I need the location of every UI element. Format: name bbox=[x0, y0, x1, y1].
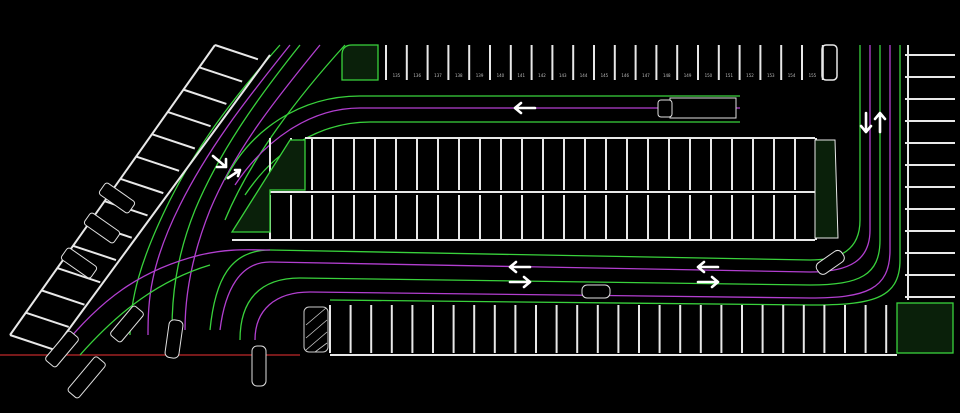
direction-arrow-icon bbox=[696, 260, 720, 289]
car-icon bbox=[815, 249, 845, 275]
stall-number: 155 bbox=[809, 73, 817, 78]
stall-number: 147 bbox=[642, 73, 650, 78]
vehicles bbox=[45, 97, 845, 399]
drive-paths bbox=[59, 44, 901, 356]
stall-number: 148 bbox=[663, 73, 671, 78]
direction-arrow-icon bbox=[211, 154, 242, 180]
stall-line bbox=[198, 66, 243, 83]
direction-arrow-icon bbox=[508, 260, 532, 289]
stall-line bbox=[9, 334, 54, 351]
stall-number: 140 bbox=[497, 73, 505, 78]
planter-island-icon bbox=[230, 44, 954, 354]
stall-line bbox=[120, 177, 164, 195]
stall-number: 139 bbox=[476, 73, 484, 78]
stall-number: 141 bbox=[517, 73, 525, 78]
stall-line bbox=[214, 44, 259, 61]
stall-number: 154 bbox=[788, 73, 796, 78]
stall-number: 152 bbox=[746, 73, 754, 78]
hatched-no-parking-icon bbox=[303, 306, 329, 353]
car-icon bbox=[164, 319, 184, 359]
car-icon bbox=[98, 182, 136, 214]
stall-line bbox=[41, 289, 85, 306]
stall-number: 144 bbox=[580, 73, 588, 78]
stall-line bbox=[151, 133, 196, 150]
stall-number: 142 bbox=[538, 73, 546, 78]
car-icon bbox=[45, 330, 79, 368]
direction-arrow-icon bbox=[513, 101, 537, 115]
stall-number: 146 bbox=[621, 73, 629, 78]
car-icon bbox=[60, 247, 98, 279]
car-icon bbox=[67, 356, 106, 399]
direction-arrows bbox=[211, 101, 887, 289]
car-icon bbox=[251, 345, 267, 387]
truck-icon bbox=[657, 97, 737, 119]
stall-number: 153 bbox=[767, 73, 775, 78]
stall-number: 145 bbox=[601, 73, 609, 78]
stall-number: 151 bbox=[725, 73, 733, 78]
car-icon bbox=[110, 305, 144, 343]
stall-number: 135 bbox=[393, 73, 401, 78]
stall-number: 136 bbox=[413, 73, 421, 78]
direction-arrow-icon bbox=[859, 111, 887, 134]
stall-line bbox=[183, 88, 227, 105]
stall-line bbox=[135, 155, 180, 172]
stall-line bbox=[25, 311, 70, 328]
stall-line bbox=[72, 244, 117, 261]
stall-line bbox=[167, 110, 211, 128]
parking-stalls: 135 136 137 138 139 140 141 142 143 144 145 146 147 1… bbox=[9, 44, 955, 356]
stall-number: 137 bbox=[434, 73, 442, 78]
car-icon bbox=[83, 212, 121, 244]
stall-number: 149 bbox=[684, 73, 692, 78]
stall-edge bbox=[49, 54, 271, 356]
stall-number: 143 bbox=[559, 73, 567, 78]
car-icon bbox=[581, 284, 611, 299]
stall-line bbox=[56, 267, 101, 284]
stall-number: 138 bbox=[455, 73, 463, 78]
stall-number: 150 bbox=[705, 73, 713, 78]
